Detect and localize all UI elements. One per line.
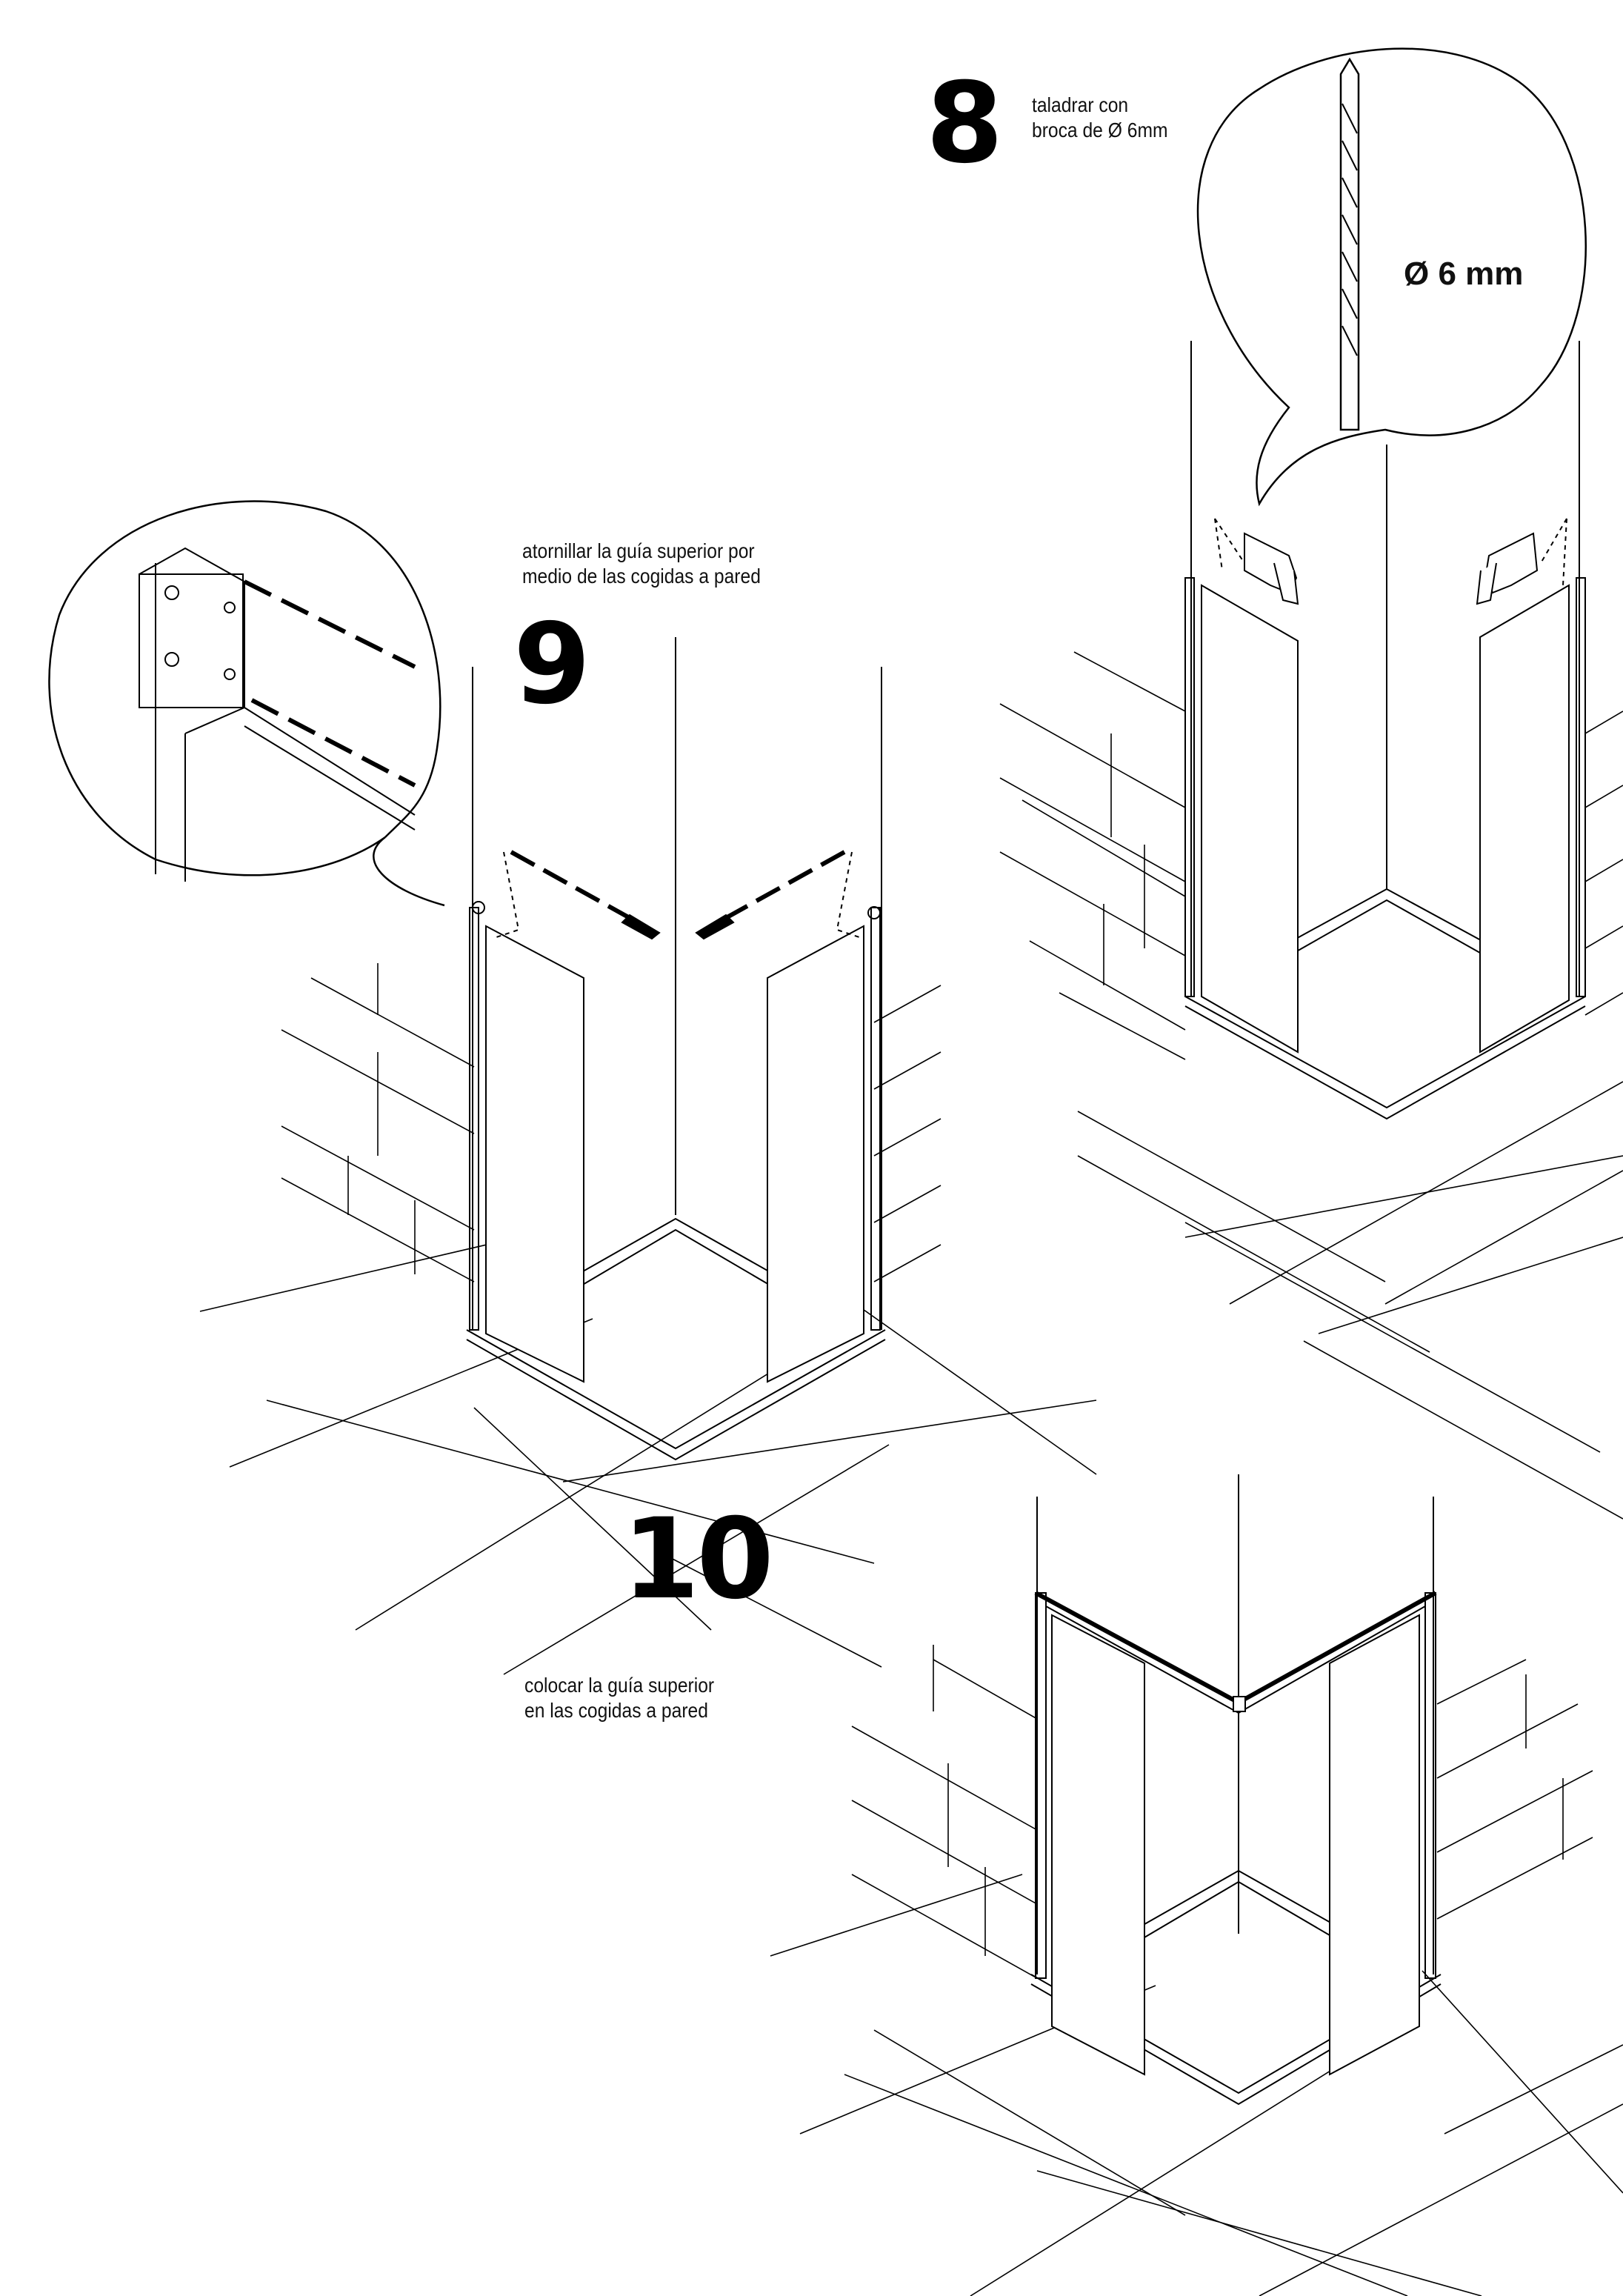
step-9-right-wall-bricks (874, 985, 941, 1282)
step-8-caption-line-1: taladrar con (1032, 93, 1129, 116)
step-8-left-wall-bricks (1000, 652, 1185, 1059)
step-9-room (467, 637, 885, 1460)
step-10-caption-line-1: colocar la guía superior (524, 1674, 715, 1697)
step-8-room (1185, 341, 1585, 1119)
step-10-floor-tiles (770, 1874, 1623, 2296)
step-8-illustration (1000, 49, 1623, 1519)
step-8-right-wall-bricks (1585, 711, 1623, 1015)
step-10-caption-line-2: en las cogidas a pared (524, 1699, 708, 1722)
step-9-caption: atornillar la guía superior por medio de… (522, 539, 761, 589)
step-10-illustration (770, 1474, 1623, 2296)
step-8-caption: taladrar con broca de Ø 6mm (1032, 93, 1168, 143)
step-10-caption: colocar la guía superior en las cogidas … (524, 1673, 714, 1723)
step-9-left-wall-bricks (281, 963, 474, 1282)
step-9-floor-tiles (200, 1237, 1096, 1674)
step-10-number: 10 (622, 1495, 774, 1624)
step-8-floor-tiles (1078, 1082, 1623, 1519)
step-9-screws (496, 852, 859, 939)
step-8-caption-line-2: broca de Ø 6mm (1032, 119, 1168, 142)
step-8-frames (1185, 578, 1585, 1052)
step-9-illustration (49, 502, 1096, 1674)
step-8-drills (1215, 519, 1567, 604)
step-8-drill-bit-callout (1198, 49, 1586, 504)
drill-bit-diameter-label: Ø 6 mm (1404, 256, 1524, 292)
step-9-detail-callout (49, 502, 444, 905)
step-9-caption-line-2: medio de las cogidas a pared (522, 565, 761, 588)
step-9-number: 9 (513, 600, 591, 729)
step-9-caption-line-1: atornillar la guía superior por (522, 539, 755, 562)
step-10-frames (1036, 1593, 1436, 2074)
step-10-left-wall-bricks (852, 1645, 1037, 1978)
step-10-right-wall-bricks (1437, 1660, 1593, 1919)
step-8-number: 8 (926, 59, 1004, 188)
step-9-frames (470, 902, 880, 1382)
